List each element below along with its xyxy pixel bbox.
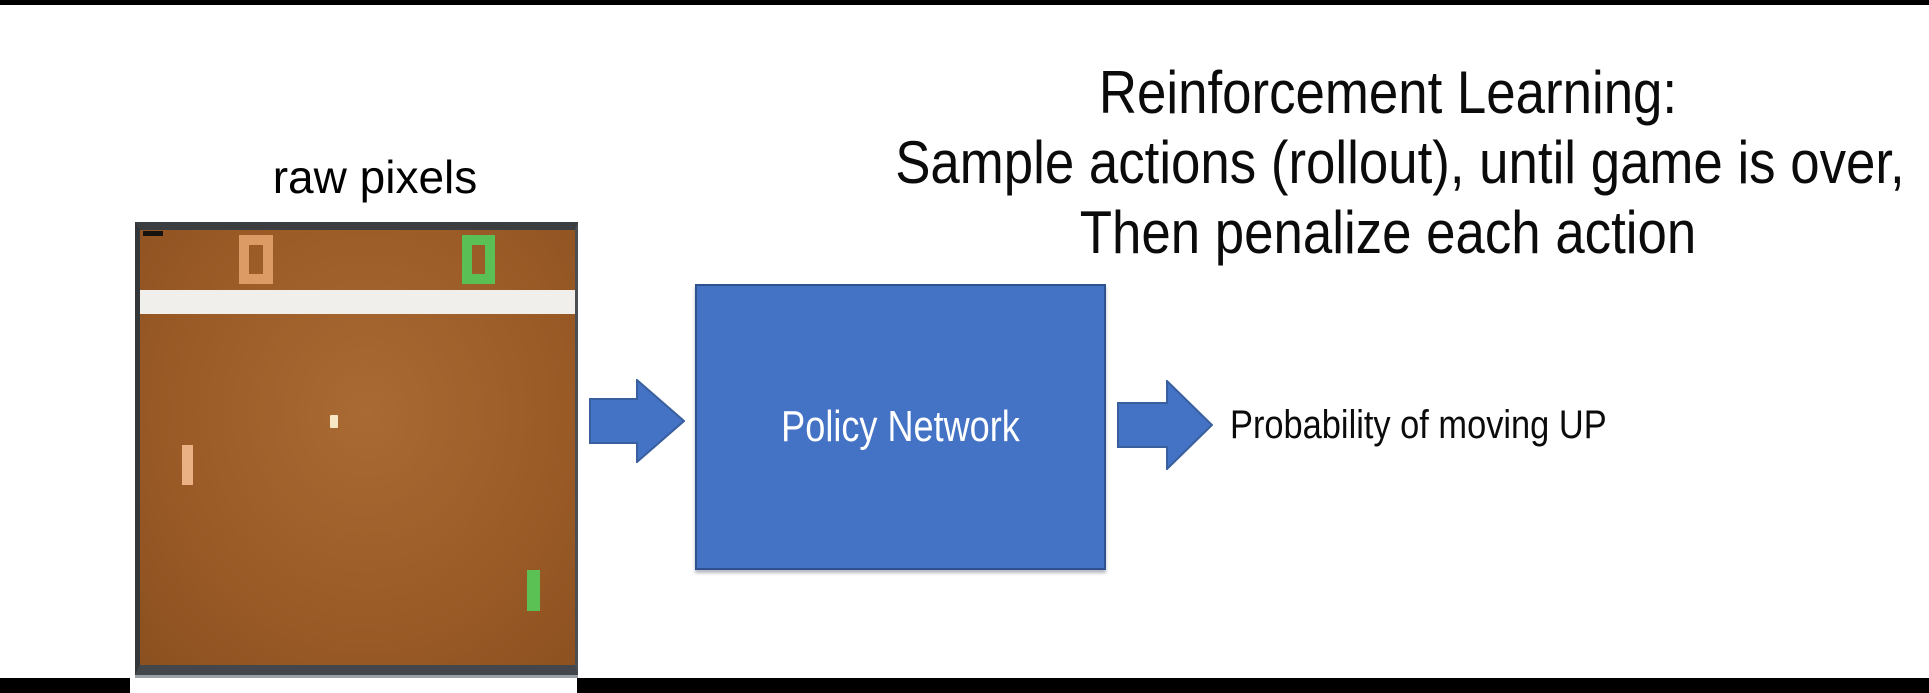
title-line-2: Sample actions (rollout), until game is … bbox=[895, 129, 1905, 196]
output-probability-label: Probability of moving UP bbox=[1230, 403, 1607, 447]
input-arrow-icon bbox=[589, 379, 685, 463]
slide-bottom-border-left bbox=[0, 678, 130, 693]
slide-top-border bbox=[0, 0, 1929, 5]
right-player-score-zero bbox=[462, 235, 495, 284]
pong-ball bbox=[330, 415, 338, 428]
left-player-score-zero bbox=[239, 235, 273, 284]
left-paddle bbox=[182, 445, 193, 485]
raw-pixels-label: raw pixels bbox=[272, 151, 478, 203]
title-line-3: Then penalize each action bbox=[1079, 199, 1697, 266]
slide-title: Reinforcement Learning: Sample actions (… bbox=[895, 58, 1905, 268]
output-arrow-icon bbox=[1117, 380, 1213, 470]
pong-game-screenshot bbox=[135, 222, 578, 675]
policy-network-label: Policy Network bbox=[781, 402, 1020, 451]
slide-bottom-border-right bbox=[577, 678, 1929, 693]
screen-corner-artifact bbox=[143, 231, 163, 236]
right-paddle bbox=[527, 570, 540, 611]
title-line-1: Reinforcement Learning: bbox=[1098, 59, 1678, 126]
score-divider-bar bbox=[140, 290, 575, 314]
policy-network-box: Policy Network bbox=[695, 284, 1106, 570]
